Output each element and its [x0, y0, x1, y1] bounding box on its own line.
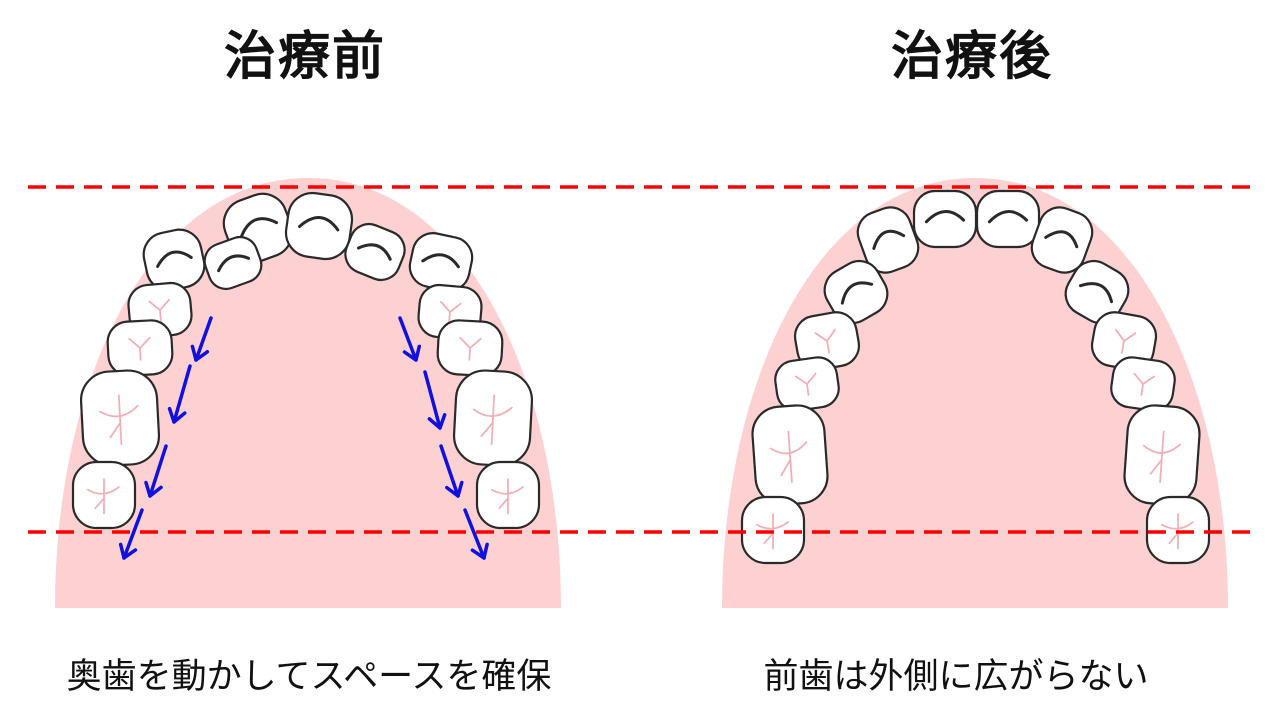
- after-tooth: [740, 495, 806, 565]
- after-tooth: [823, 259, 889, 325]
- after-tooth: [1123, 404, 1201, 506]
- after-tooth: [856, 206, 920, 274]
- after-tooth: [1145, 495, 1211, 565]
- before-tooth: [106, 319, 174, 377]
- distal-movement-arrow: [118, 508, 144, 560]
- before-tooth: [408, 232, 474, 292]
- caption-before-treatment: 奥歯を動かしてスペースを確保: [66, 657, 552, 697]
- after-tooth: [1030, 206, 1094, 274]
- distal-movement-arrow: [398, 316, 422, 362]
- distal-movement-arrow: [167, 364, 192, 424]
- after-tooth: [751, 404, 829, 506]
- before-tooth: [284, 191, 354, 261]
- before-tooth: [436, 319, 504, 377]
- before-tooth: [79, 369, 161, 467]
- before-tooth: [203, 235, 263, 291]
- after-tooth: [975, 189, 1041, 249]
- after-tooth: [774, 356, 840, 412]
- distal-movement-arrow: [190, 316, 213, 362]
- distal-movement-arrow: [144, 444, 168, 498]
- distal-movement-arrow: [439, 444, 464, 498]
- distal-movement-arrow: [423, 370, 447, 430]
- after-tooth: [912, 189, 978, 249]
- after-tooth: [793, 311, 861, 371]
- before-tooth: [344, 222, 406, 282]
- before-tooth: [452, 369, 534, 467]
- before-tooth: [475, 460, 541, 530]
- title-after-treatment: 治療後: [890, 27, 1053, 87]
- title-before-treatment: 治療前: [223, 27, 386, 87]
- before-tooth: [71, 460, 137, 530]
- after-tooth: [1064, 259, 1130, 325]
- distal-movement-arrow: [463, 508, 489, 560]
- after-tooth: [1110, 356, 1176, 412]
- caption-after-treatment: 前歯は外側に広がらない: [763, 657, 1149, 697]
